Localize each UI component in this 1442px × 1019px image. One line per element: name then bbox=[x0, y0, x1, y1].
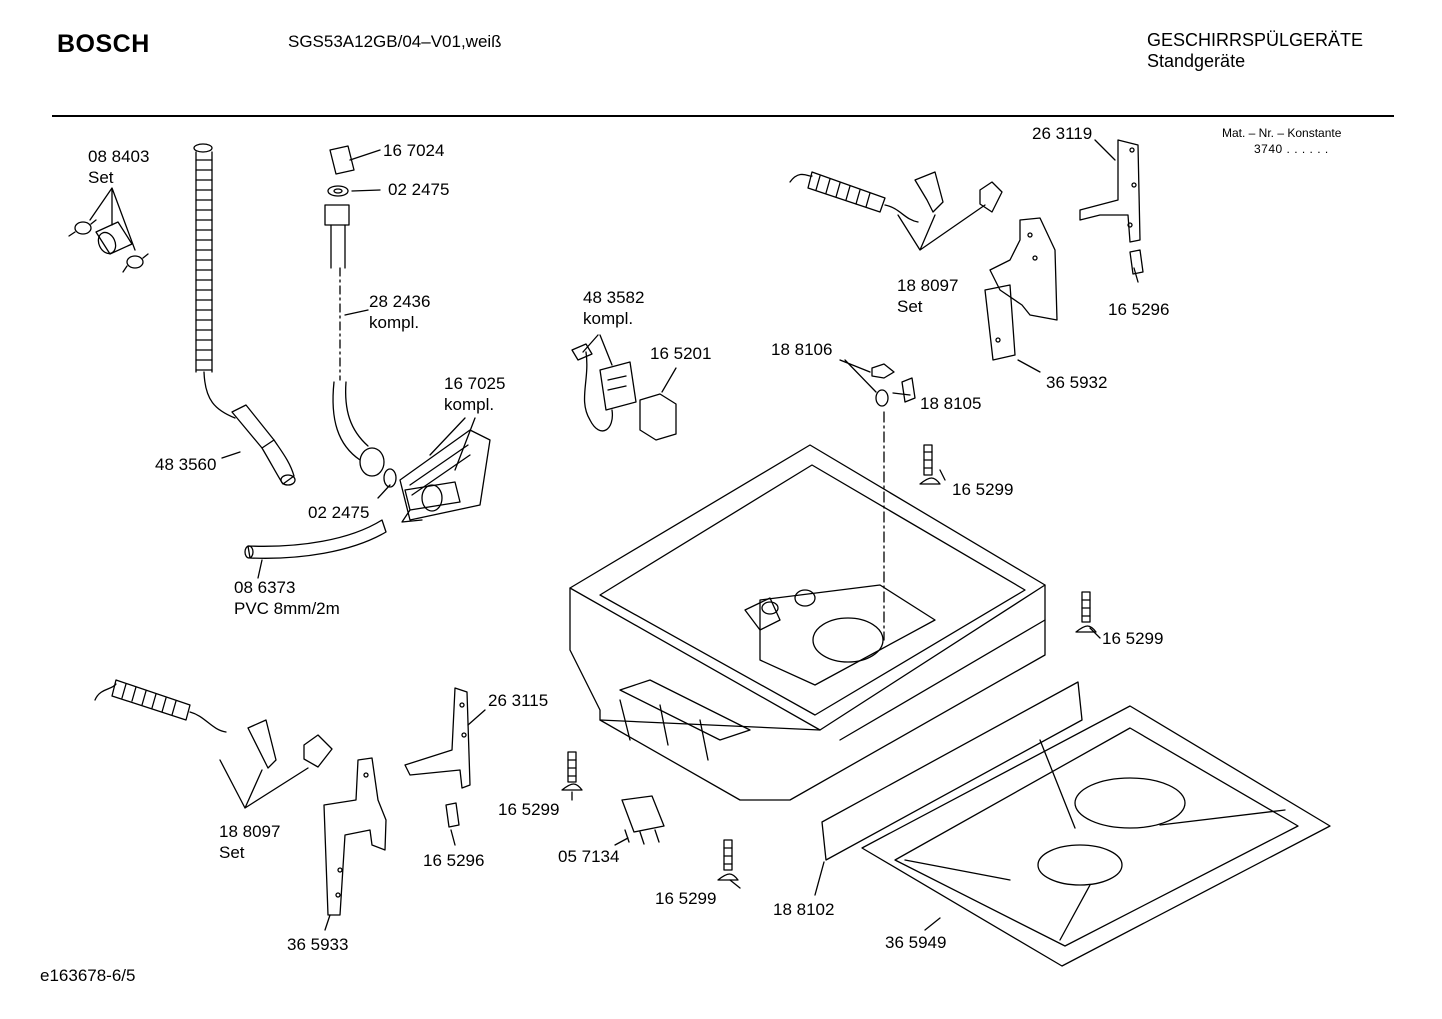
leader-line bbox=[344, 149, 381, 316]
material-number-label: Mat. – Nr. – Konstante bbox=[1222, 126, 1342, 140]
category-title: GESCHIRRSPÜLGERÄTE bbox=[1147, 30, 1364, 50]
leader-line bbox=[814, 861, 825, 896]
clamp-set-icon bbox=[68, 219, 149, 273]
header-divider bbox=[52, 115, 1394, 117]
screw-icon bbox=[717, 839, 739, 881]
leader-line bbox=[924, 917, 941, 931]
part-label: 36 5949 bbox=[885, 933, 947, 952]
hinge-bracket-icon bbox=[1079, 139, 1144, 275]
inlet-valve-icon bbox=[399, 429, 491, 523]
part-label: 18 8106 bbox=[771, 340, 833, 359]
door-spring-icon bbox=[789, 171, 1003, 223]
inlet-hose-icon bbox=[324, 145, 397, 488]
screw-icon bbox=[919, 444, 941, 485]
pvc-hose-icon bbox=[244, 519, 387, 559]
door-spring-icon bbox=[94, 679, 333, 769]
screw-icon bbox=[1075, 591, 1097, 633]
leader-line bbox=[219, 759, 309, 809]
part-label: 02 2475 bbox=[388, 180, 450, 199]
part-label: 16 5299 bbox=[952, 480, 1014, 499]
leader-line bbox=[897, 204, 986, 251]
leader-line bbox=[839, 359, 877, 393]
drawing-id: e163678-6/5 bbox=[40, 966, 136, 985]
cable-harness-icon bbox=[571, 343, 677, 441]
material-number-value: 3740 . . . . . . bbox=[1254, 142, 1329, 156]
part-label: 16 5201 bbox=[650, 344, 712, 363]
base-tub-icon bbox=[569, 444, 1046, 801]
leader-line bbox=[582, 334, 677, 393]
leader-line bbox=[1017, 359, 1041, 373]
part-label: 36 5932 bbox=[1046, 373, 1108, 392]
category-subtitle: Standgeräte bbox=[1147, 51, 1246, 71]
part-label: 16 5296 bbox=[423, 851, 485, 870]
part-label: 26 3115 bbox=[488, 691, 549, 710]
part-label: 26 3119 bbox=[1032, 124, 1093, 143]
side-bracket-icon bbox=[323, 757, 387, 916]
leader-line bbox=[257, 559, 263, 579]
appliance-category: GESCHIRRSPÜLGERÄTE Standgeräte bbox=[1147, 30, 1363, 72]
leader-line bbox=[1094, 139, 1139, 283]
hinge-bracket-icon bbox=[404, 687, 471, 828]
leader-line bbox=[89, 187, 136, 251]
leader-line bbox=[377, 484, 391, 499]
part-label: 16 5296 bbox=[1108, 300, 1170, 319]
part-label: 48 3560 bbox=[155, 455, 217, 474]
part-label: 16 5299 bbox=[498, 800, 560, 819]
part-label: 16 5299 bbox=[655, 889, 717, 908]
leader-line bbox=[571, 392, 1101, 889]
model-number: SGS53A12GB/04–V01,weiß bbox=[288, 32, 502, 51]
front-panel-icon bbox=[821, 681, 1083, 861]
drain-hose-icon bbox=[193, 143, 296, 486]
heater-relay-icon bbox=[621, 795, 665, 845]
float-sensor-icon bbox=[871, 363, 916, 407]
leader-line bbox=[429, 417, 476, 471]
leader-line bbox=[324, 914, 331, 931]
material-number-block: Mat. – Nr. – Konstante 3740 . . . . . . bbox=[1222, 125, 1341, 157]
part-label: 02 2475 bbox=[308, 503, 370, 522]
part-label: 16 5299 bbox=[1102, 629, 1164, 648]
part-label: 18 8102 bbox=[773, 900, 835, 919]
side-bracket-icon bbox=[984, 217, 1058, 361]
part-label: 05 7134 bbox=[558, 847, 620, 866]
base-plate-icon bbox=[861, 705, 1331, 967]
brand-logo: BOSCH bbox=[57, 30, 150, 58]
leader-line bbox=[450, 709, 486, 846]
screw-icon bbox=[561, 751, 583, 791]
leader-line bbox=[221, 451, 241, 459]
part-label: 36 5933 bbox=[287, 935, 349, 954]
part-label: 18 8105 bbox=[920, 394, 982, 413]
part-label: 16 7024 bbox=[383, 141, 445, 160]
